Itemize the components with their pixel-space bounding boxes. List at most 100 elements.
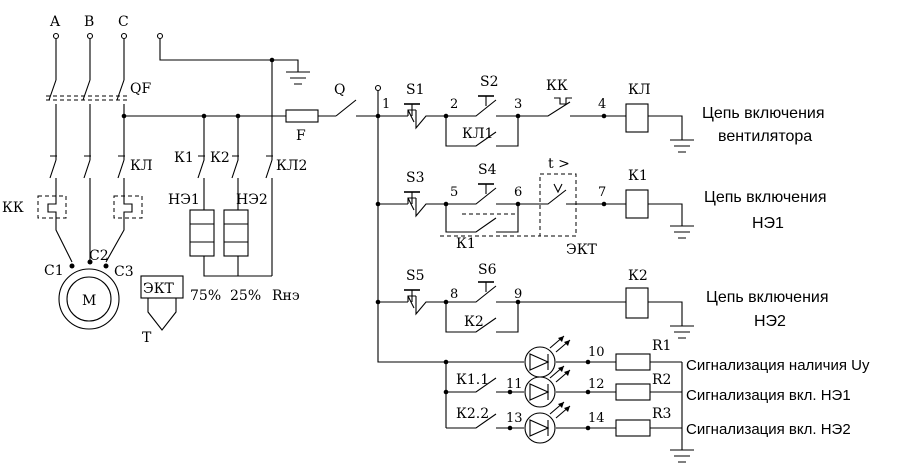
led-1 [524, 335, 571, 378]
ground-symbol-3 [670, 325, 694, 339]
qf-breaker-blades [48, 79, 125, 101]
motor [58, 268, 120, 330]
fuse-label: F [296, 128, 306, 144]
switch-q-label: Q [334, 82, 345, 98]
power-circuit: A B C QF КЛ КК С1 С2 С3 М [2, 14, 382, 346]
ne2-label-line2: НЭ2 [754, 313, 786, 330]
kk-power-label: КК [2, 200, 24, 216]
k2-coil-label: К2 [628, 268, 648, 284]
node-13: 13 [506, 411, 523, 426]
s1-button [407, 104, 416, 123]
node-8: 8 [450, 287, 458, 302]
sig3-label: Сигнализация вкл. НЭ2 [686, 421, 851, 438]
node-10: 10 [588, 345, 605, 360]
resistor-r1 [615, 353, 651, 371]
kk-control-label: КК [546, 78, 568, 94]
ground-symbol-1 [670, 139, 694, 153]
phase-c-terminal [120, 32, 128, 40]
kk-thermal-element-3 [113, 195, 143, 219]
control-vertical-bus [377, 116, 450, 363]
k2-2-label: К2.2 [456, 406, 489, 422]
node-3: 3 [514, 97, 522, 112]
pct75-label: 75% [190, 288, 221, 304]
phase-wires-mid [55, 104, 125, 160]
node-12: 12 [588, 377, 605, 392]
s2-button [446, 99, 518, 117]
kl1-label: КЛ1 [462, 126, 493, 142]
kl-power-label: КЛ [130, 158, 153, 174]
s4-label: S4 [478, 162, 497, 178]
k1-coil-label: К1 [628, 168, 648, 184]
phase-a-label: A [49, 14, 61, 30]
ground-symbol-4 [670, 449, 694, 463]
k1-power-label: К1 [174, 150, 194, 166]
k1-self-contact [445, 204, 519, 233]
node-1: 1 [382, 97, 390, 112]
phase-b-terminal [86, 32, 94, 40]
node-14: 14 [588, 411, 605, 426]
resistor-r3 [615, 419, 651, 437]
fuse-f [285, 109, 319, 123]
led-3 [524, 401, 571, 444]
phase-wires-top [55, 39, 125, 80]
c1-label: С1 [44, 263, 64, 279]
phase-b-label: B [84, 14, 94, 30]
s2-label: S2 [480, 74, 499, 90]
ground-symbol-top [286, 71, 310, 85]
neutral-terminal [156, 32, 164, 40]
motor-label: М [82, 293, 96, 309]
sig2-label: Сигнализация вкл. НЭ1 [686, 387, 851, 404]
node-11: 11 [506, 377, 523, 392]
k1-coil [625, 189, 649, 219]
s4-button [446, 187, 540, 205]
t-relay-contact [540, 189, 626, 205]
r1-label: R1 [652, 338, 671, 354]
node-2: 2 [450, 97, 458, 112]
t-relay-label: t > [548, 156, 570, 172]
circuit-descriptions: Цепь включения вентилятора Цепь включени… [686, 105, 870, 438]
r2-label: R2 [652, 372, 671, 388]
ekt-relay-box [539, 173, 577, 237]
kl-coil-label: КЛ [628, 82, 651, 98]
ground-symbol-2 [670, 225, 694, 239]
c3-label: С3 [114, 264, 134, 280]
kl2-label: КЛ2 [276, 158, 307, 174]
ne2-label: НЭ2 [236, 192, 268, 208]
ekt-sensor-label: ЭКТ [143, 281, 175, 297]
heater-ne1 [189, 209, 215, 257]
fan-label-line2: вентилятора [718, 128, 812, 145]
heater-contacts [197, 116, 273, 179]
fan-label-line1: Цепь включения [702, 105, 825, 122]
node-7: 7 [598, 185, 606, 200]
resistor-r2 [615, 383, 651, 401]
phase-c-label: C [118, 14, 129, 30]
led-2 [524, 365, 571, 408]
ne1-label-line1: Цепь включения [704, 189, 827, 206]
pct25-label: 25% [230, 288, 261, 304]
node-4: 4 [598, 97, 606, 112]
s6-button [446, 285, 626, 303]
kk-contact [518, 101, 626, 117]
s5-label: S5 [406, 268, 425, 284]
s3-label: S3 [406, 170, 425, 186]
phase-a-terminal [52, 32, 60, 40]
ekt-sensor [140, 275, 184, 299]
heater-ne2 [223, 209, 249, 257]
node-5: 5 [450, 185, 458, 200]
k1-1-label: К1.1 [456, 372, 489, 388]
kl-coil [625, 103, 649, 133]
k1-contact-label: К1 [456, 236, 476, 252]
c2-label: С2 [89, 248, 109, 264]
ne1-label: НЭ1 [168, 192, 200, 208]
ekt-relay-label: ЭКТ [566, 242, 598, 258]
node-9: 9 [514, 287, 522, 302]
switch-q [335, 99, 357, 117]
r3-label: R3 [652, 406, 671, 422]
k2-power-label: К2 [210, 150, 230, 166]
qf-label: QF [130, 81, 151, 97]
k2-self-contact [445, 302, 519, 333]
kl1-contact [445, 116, 519, 147]
s6-label: S6 [478, 262, 497, 278]
